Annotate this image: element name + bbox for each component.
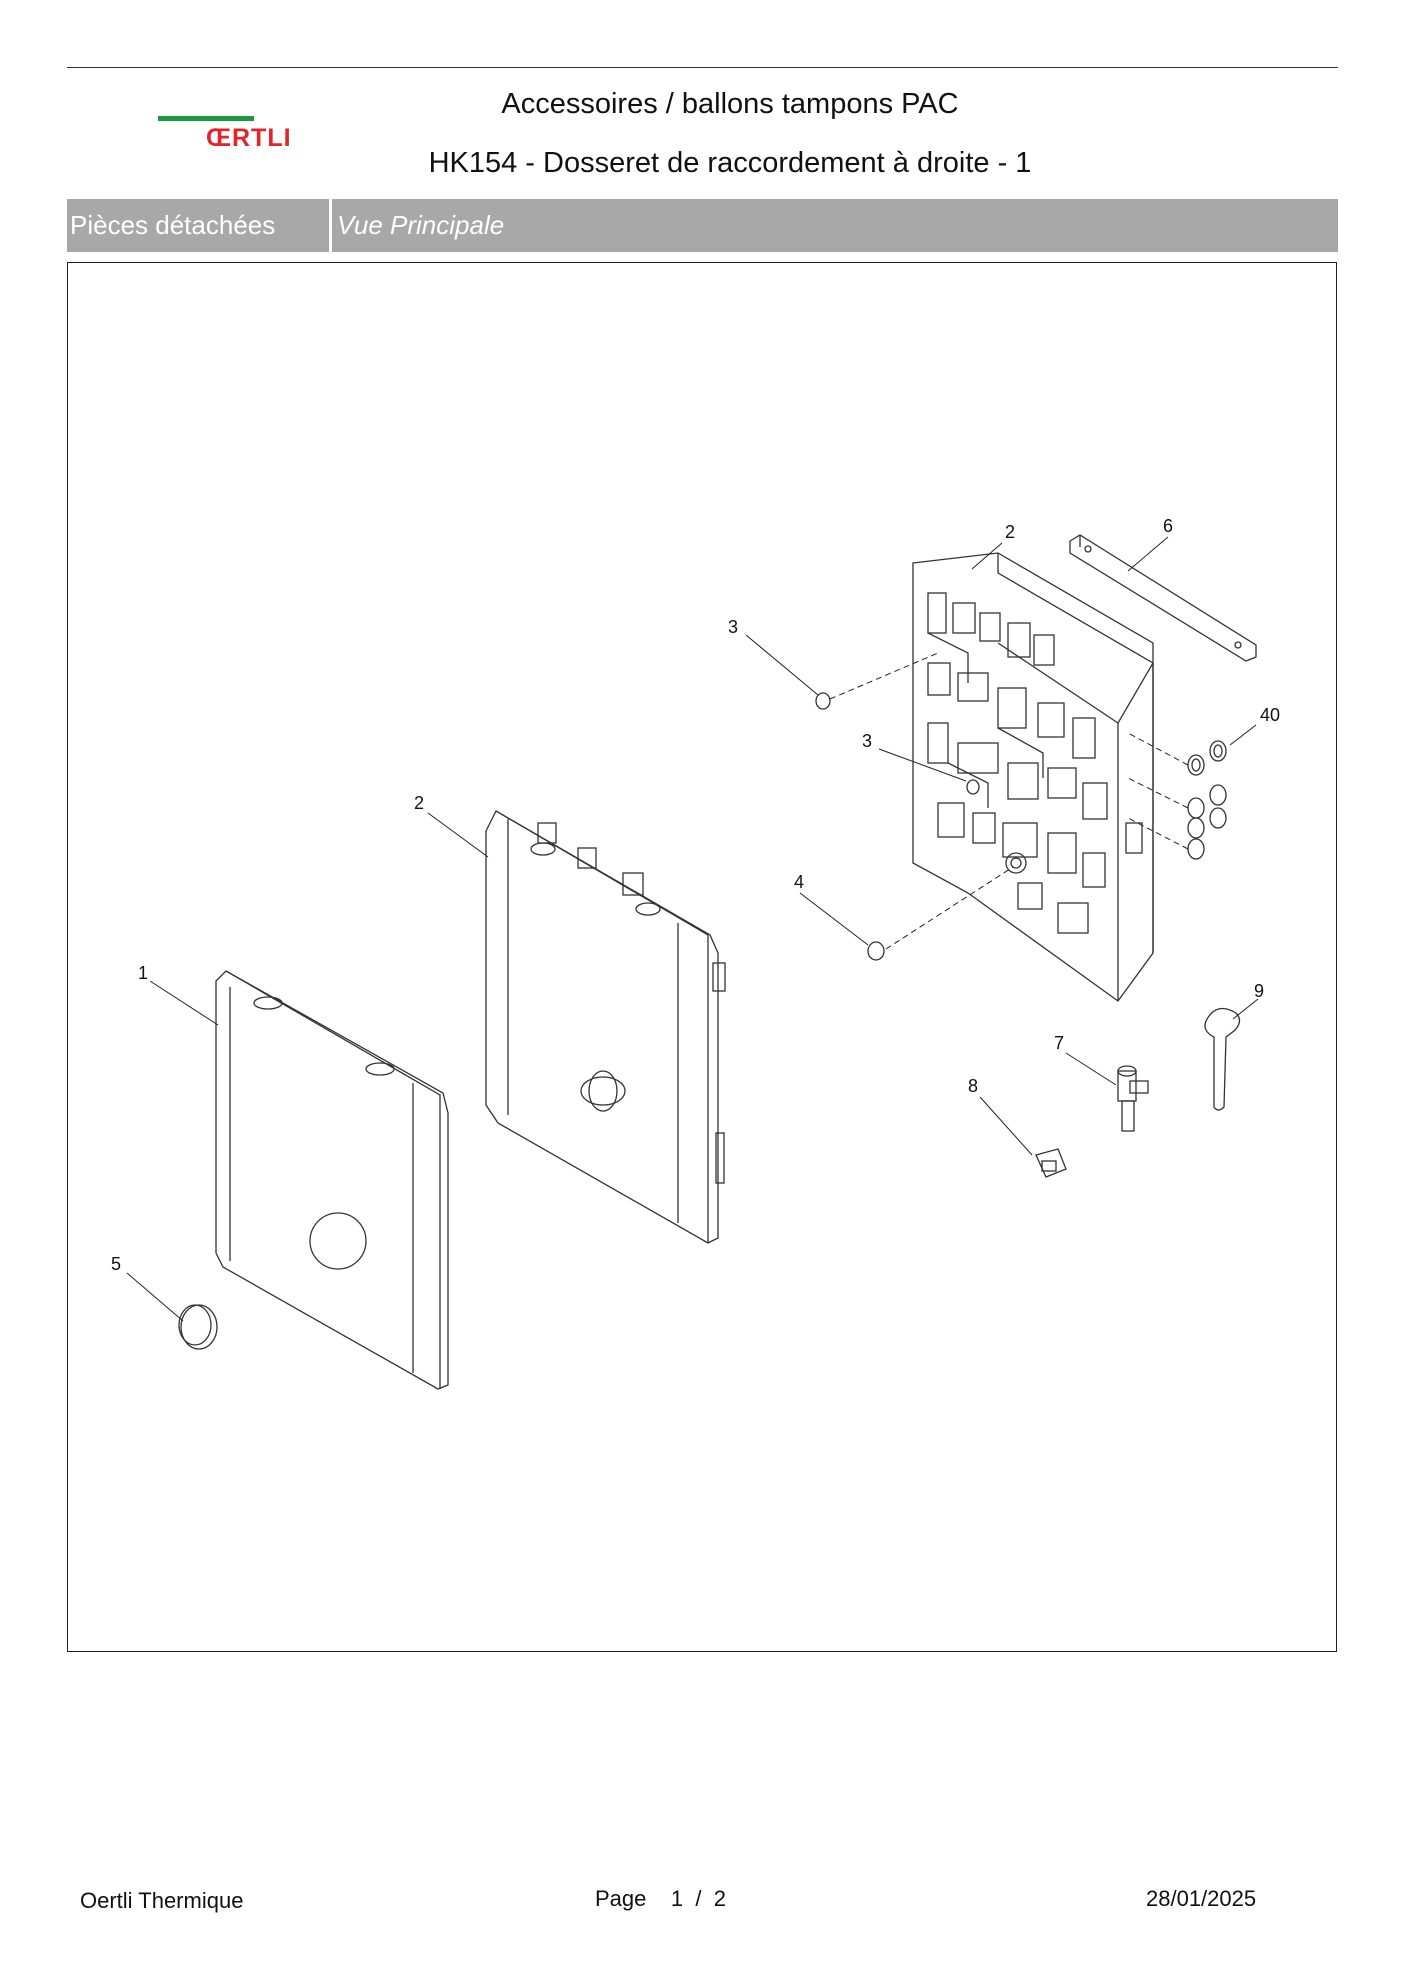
callout-label: 3 xyxy=(728,617,738,637)
key-part-9 xyxy=(1204,1007,1241,1111)
page-title: Accessoires / ballons tampons PAC xyxy=(501,88,959,120)
brand-logo: ŒRTLI xyxy=(158,112,308,152)
callout-label: 4 xyxy=(794,872,804,892)
top-rule xyxy=(67,67,1338,68)
section-band: Pièces détachées Vue Principale xyxy=(67,199,1338,252)
callout-label: 6 xyxy=(1163,516,1173,536)
back-frame-part xyxy=(912,552,1154,1002)
assembly-lines xyxy=(829,652,1189,950)
exploded-view-svg: 2 6 3 40 3 2 4 1 9 7 8 5 xyxy=(111,516,1280,1390)
seals-part-40 xyxy=(1187,740,1227,860)
footer-company: Oertli Thermique xyxy=(80,1888,244,1913)
section-label: Pièces détachées xyxy=(67,199,332,252)
callout-label: 2 xyxy=(414,793,424,813)
footer-pagination: Page 1 / 2 xyxy=(595,1886,726,1912)
logo-text: ŒRTLI xyxy=(206,124,292,152)
bar-part-6 xyxy=(1069,534,1257,662)
callout-label: 5 xyxy=(111,1254,121,1274)
callout-label: 1 xyxy=(138,963,148,983)
page-subtitle: HK154 - Dosseret de raccordement à droit… xyxy=(428,147,1032,179)
plug-parts xyxy=(815,692,980,961)
front-panel-part-1 xyxy=(215,970,449,1390)
exploded-view-drawing: 2 6 3 40 3 2 4 1 9 7 8 5 xyxy=(67,262,1337,1652)
clip-part-8 xyxy=(1035,1148,1067,1178)
callout-label: 2 xyxy=(1005,522,1015,542)
callout-label: 9 xyxy=(1254,981,1264,1001)
callout-label: 40 xyxy=(1260,705,1280,725)
callout-label: 3 xyxy=(862,731,872,751)
page-label: Page xyxy=(595,1886,647,1911)
logo-green-bar xyxy=(158,116,254,121)
page-current: 1 xyxy=(670,1886,684,1911)
callout-label: 8 xyxy=(968,1076,978,1096)
leader-lines xyxy=(126,536,1259,1322)
footer-date: 28/01/2025 xyxy=(1146,1886,1257,1911)
callout-label: 7 xyxy=(1054,1033,1064,1053)
valve-part-7 xyxy=(1117,1065,1149,1132)
cover-part-2 xyxy=(485,810,726,1244)
page-total: 2 xyxy=(713,1886,726,1911)
page-separator: / xyxy=(695,1886,702,1911)
cap-part-5 xyxy=(178,1304,218,1350)
view-label: Vue Principale xyxy=(337,210,505,240)
